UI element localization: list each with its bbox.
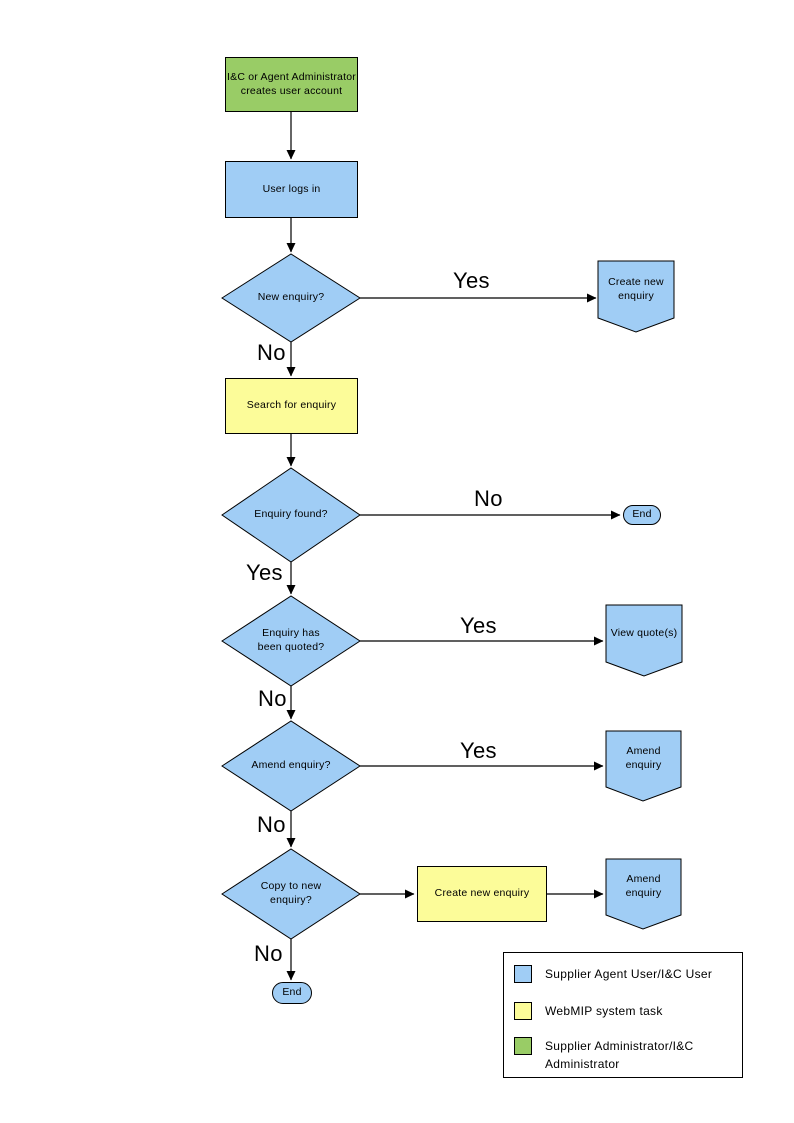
- legend-label-admin: Supplier Administrator/I&C Administrator: [545, 1039, 694, 1071]
- legend-swatch-yellow: [514, 1002, 532, 1020]
- legend-item-admin: Supplier Administrator/I&C Administrator: [514, 1037, 730, 1073]
- edge-label-new-enquiry-no: No: [257, 340, 286, 365]
- pentagon-view-quotes-label: View quote(s): [610, 626, 678, 639]
- process-search-for-enquiry: Search for enquiry: [225, 378, 358, 434]
- process-admin-creates-account-label: I&C or Agent Administrator creates user …: [227, 70, 356, 97]
- decision-amend-enquiry-shape: [221, 720, 361, 812]
- legend-item-system: WebMIP system task: [514, 1002, 730, 1020]
- process-search-for-enquiry-label: Search for enquiry: [246, 399, 337, 412]
- process-user-logs-in-label: User logs in: [262, 182, 321, 195]
- decision-copy-to-new-label: Copy to new enquiry?: [260, 880, 322, 906]
- pentagon-amend-enquiry-label: Amend enquiry: [625, 745, 662, 771]
- decision-new-enquiry-label: New enquiry?: [257, 291, 325, 304]
- legend-item-user: Supplier Agent User/I&C User: [514, 965, 730, 983]
- legend-label-system: WebMIP system task: [545, 1004, 663, 1018]
- legend: Supplier Agent User/I&C User WebMIP syst…: [503, 952, 743, 1078]
- decision-enquiry-found-shape: [221, 467, 361, 563]
- terminator-end-2-label: End: [282, 986, 302, 999]
- process-create-new-enquiry-2: Create new enquiry: [417, 866, 547, 922]
- process-user-logs-in: User logs in: [225, 161, 358, 218]
- edge-label-found-yes: Yes: [246, 560, 283, 585]
- pentagon-view-quotes-shape: [605, 604, 683, 677]
- legend-swatch-green: [514, 1037, 532, 1055]
- legend-swatch-blue: [514, 965, 532, 983]
- process-admin-creates-account: I&C or Agent Administrator creates user …: [225, 57, 358, 112]
- pentagon-create-new-enquiry-label: Create new enquiry: [608, 275, 664, 302]
- edge-label-found-no: No: [474, 486, 503, 511]
- edge-label-copy-no: No: [254, 941, 283, 966]
- edge-label-amend-yes: Yes: [460, 738, 497, 763]
- edge-label-new-enquiry-yes: Yes: [453, 268, 490, 293]
- decision-copy-to-new-shape: [221, 848, 361, 940]
- pentagon-amend-enquiry-2-label: Amend enquiry: [625, 873, 662, 899]
- edge-label-quoted-no: No: [258, 686, 287, 711]
- decision-enquiry-quoted-label: Enquiry has been quoted?: [257, 627, 325, 653]
- decision-amend-enquiry-label: Amend enquiry?: [251, 759, 331, 772]
- edge-label-amend-no: No: [257, 812, 286, 837]
- decision-enquiry-found-label: Enquiry found?: [254, 508, 328, 521]
- terminator-end-1: End: [623, 505, 661, 525]
- decision-new-enquiry-shape: [221, 253, 361, 343]
- process-create-new-enquiry-2-label: Create new enquiry: [434, 887, 530, 900]
- pentagon-create-new-enquiry-shape: [597, 260, 675, 333]
- terminator-end-1-label: End: [632, 508, 652, 521]
- legend-label-user: Supplier Agent User/I&C User: [545, 967, 713, 981]
- pentagon-amend-enquiry-2-shape: [605, 858, 682, 930]
- decision-enquiry-quoted-shape: [221, 595, 361, 687]
- edge-label-quoted-yes: Yes: [460, 613, 497, 638]
- pentagon-amend-enquiry-shape: [605, 730, 682, 802]
- terminator-end-2: End: [272, 982, 312, 1004]
